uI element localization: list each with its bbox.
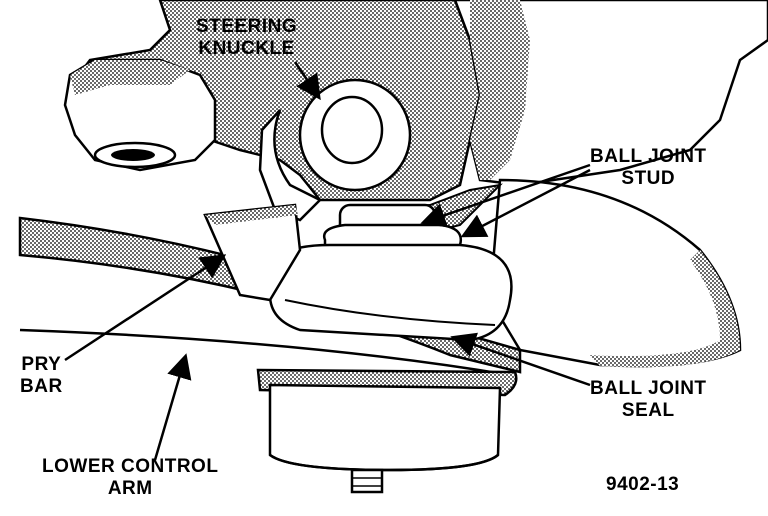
leader-arrow: [450, 332, 591, 387]
label-line: ARM: [107, 478, 153, 499]
label-line: BAR: [20, 376, 63, 397]
steering-knuckle: [63, 0, 768, 222]
label-line: SEAL: [621, 400, 675, 421]
label-lower-control-arm: LOWER CONTROL ARM: [42, 456, 218, 500]
label-line: LOWER CONTROL: [42, 456, 219, 477]
pry-bar: [203, 203, 302, 302]
label-line: PRY: [21, 354, 62, 375]
label-line: BALL JOINT: [590, 378, 707, 399]
leader-arrow: [420, 163, 591, 228]
ball-joint-housing: [256, 368, 518, 494]
leader-arrow: [293, 61, 321, 101]
leader-arrow: [460, 168, 591, 238]
label-steering-knuckle: STEERING KNUCKLE: [196, 16, 297, 60]
label-line: KNUCKLE: [198, 38, 295, 59]
label-ball-joint-seal: BALL JOINT SEAL: [590, 378, 707, 422]
ball-joint-seal: [268, 243, 513, 342]
label-line: BALL JOINT: [590, 146, 707, 167]
label-ball-joint-stud: BALL JOINT STUD: [590, 146, 707, 190]
leader-arrow: [64, 254, 227, 362]
leader-arrow: [153, 353, 192, 461]
figure-number: 9402-13: [606, 474, 680, 495]
label-line: STEERING: [196, 16, 298, 37]
label-line: STUD: [621, 168, 676, 189]
leader-arrows: [64, 61, 591, 461]
label-pry-bar: PRY BAR: [20, 354, 63, 398]
hub-housing: [488, 178, 742, 368]
